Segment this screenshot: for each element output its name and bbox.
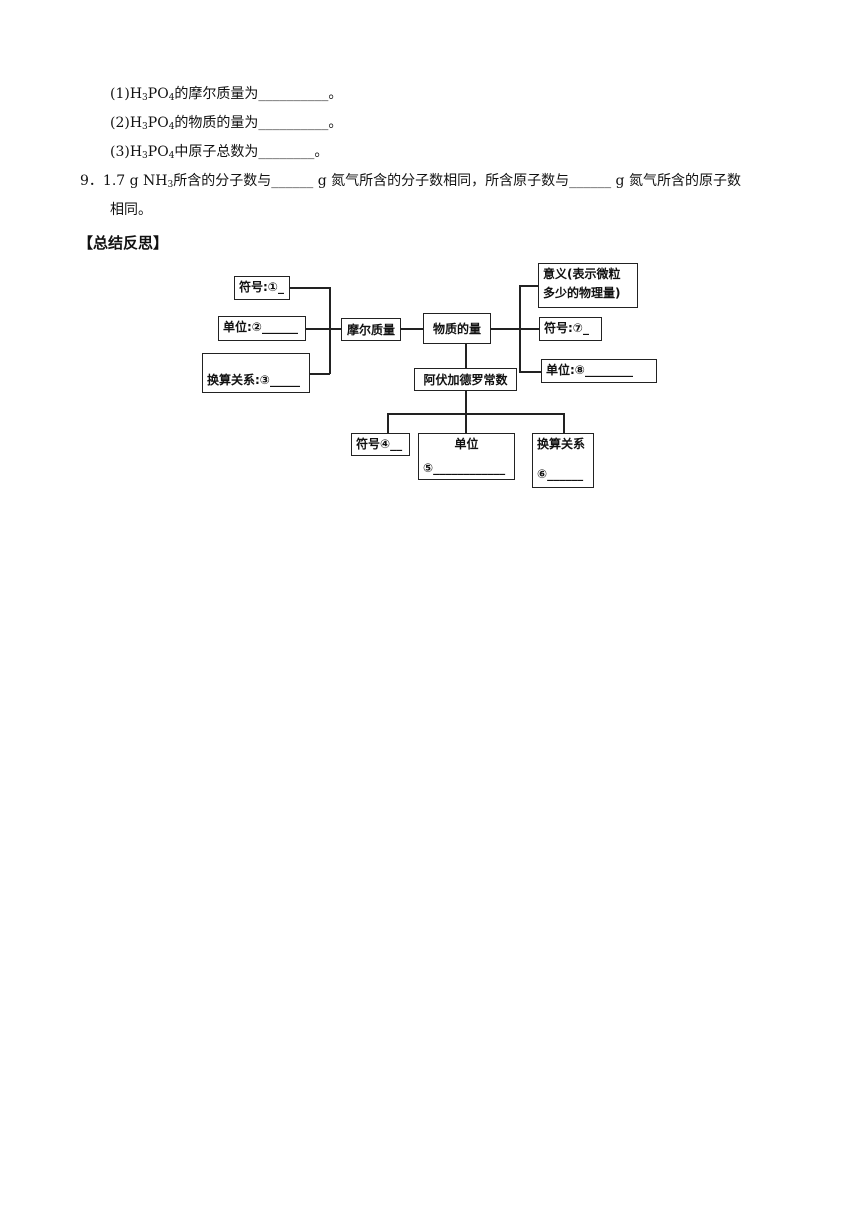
question-8-2: (2)H3PO4的物质的量为__________。 bbox=[110, 113, 342, 133]
question-text: 的摩尔质量为__________。 bbox=[174, 86, 343, 102]
subscript: 4 bbox=[168, 93, 175, 103]
right-meaning-line-2: 多少的物理量) bbox=[543, 286, 621, 300]
bottom-relation-label: 换算关系 bbox=[537, 437, 586, 451]
question-8-3: (3)H3PO4中原子总数为________。 bbox=[110, 142, 328, 162]
subscript: 3 bbox=[142, 93, 148, 103]
amount-of-substance-box: 物质的量 bbox=[423, 313, 491, 344]
left-unit-box: 单位:②______ bbox=[218, 316, 306, 341]
subscript: 3 bbox=[167, 180, 174, 190]
concept-diagram: 符号:①_ 单位:②______ 换算关系:③_____ 摩尔质量 物质的量 阿… bbox=[0, 0, 860, 520]
connector-line bbox=[387, 413, 389, 434]
bottom-relation-blank: ⑥______ bbox=[537, 467, 584, 481]
connector-line bbox=[329, 287, 331, 374]
subscript: 4 bbox=[168, 122, 175, 132]
left-relation-box: 换算关系:③_____ bbox=[202, 353, 310, 393]
formula-part: (1)H bbox=[110, 86, 143, 102]
molar-mass-box: 摩尔质量 bbox=[341, 318, 401, 341]
connector-line bbox=[401, 328, 423, 330]
connector-line bbox=[465, 344, 467, 368]
bottom-symbol-text: 符号④__ bbox=[356, 437, 403, 451]
bottom-unit-label: 单位 bbox=[454, 437, 479, 451]
right-meaning-box: 意义(表示微粒 多少的物理量) bbox=[538, 263, 638, 308]
question-9-continuation: 相同。 bbox=[110, 200, 152, 220]
right-symbol-text: 符号:⑦_ bbox=[544, 321, 589, 335]
bottom-relation-box: 换算关系 ⑥______ bbox=[532, 433, 594, 488]
formula-part: 1.7 g NH bbox=[102, 173, 168, 189]
connector-line bbox=[387, 413, 564, 415]
formula-part: PO bbox=[147, 115, 169, 131]
section-title: 【总结反思】 bbox=[78, 234, 169, 252]
connector-line bbox=[310, 373, 330, 375]
right-unit-text: 单位:⑧________ bbox=[546, 363, 633, 377]
connector-line bbox=[519, 285, 538, 287]
avogadro-text: 阿伏加德罗常数 bbox=[423, 372, 508, 387]
left-symbol-text: 符号:①_ bbox=[239, 280, 284, 294]
bottom-unit-blank: ⑤____________ bbox=[423, 461, 506, 475]
question-8-1: (1)H3PO4的摩尔质量为__________。 bbox=[110, 84, 342, 104]
formula-part: (3)H bbox=[110, 144, 143, 160]
question-9: 9．1.7 g NH3所含的分子数与______ g 氮气所含的分子数相同，所含… bbox=[80, 171, 741, 191]
left-unit-text: 单位:②______ bbox=[223, 320, 298, 334]
connector-line bbox=[465, 413, 467, 433]
connector-line bbox=[563, 413, 565, 433]
molar-mass-text: 摩尔质量 bbox=[346, 322, 395, 337]
question-text: 的物质的量为__________。 bbox=[174, 115, 343, 131]
connector-line bbox=[465, 391, 467, 413]
avogadro-box: 阿伏加德罗常数 bbox=[414, 368, 517, 391]
connector-line bbox=[519, 371, 541, 373]
question-text: 所含的分子数与______ g 氮气所含的分子数相同，所含原子数与______ … bbox=[173, 173, 741, 189]
amount-of-substance-text: 物质的量 bbox=[432, 321, 481, 336]
question-text: 相同。 bbox=[110, 202, 152, 218]
subscript: 3 bbox=[142, 122, 148, 132]
question-number: 9． bbox=[80, 173, 103, 189]
formula-part: PO bbox=[147, 86, 169, 102]
connector-line bbox=[290, 287, 330, 289]
connector-line bbox=[491, 328, 520, 330]
right-unit-box: 单位:⑧________ bbox=[541, 359, 657, 383]
subscript: 3 bbox=[142, 151, 148, 161]
left-symbol-box: 符号:①_ bbox=[234, 276, 290, 300]
bottom-symbol-box: 符号④__ bbox=[351, 433, 410, 456]
right-symbol-box: 符号:⑦_ bbox=[539, 317, 602, 341]
left-relation-text: 换算关系:③_____ bbox=[207, 373, 300, 387]
bottom-unit-box: 单位 ⑤____________ bbox=[418, 433, 515, 480]
connector-line bbox=[519, 328, 539, 330]
subscript: 4 bbox=[168, 151, 175, 161]
formula-part: (2)H bbox=[110, 115, 143, 131]
formula-part: PO bbox=[147, 144, 169, 160]
question-text: 中原子总数为________。 bbox=[174, 144, 329, 160]
connector-line bbox=[306, 328, 341, 330]
right-meaning-line-1: 意义(表示微粒 bbox=[543, 267, 621, 281]
